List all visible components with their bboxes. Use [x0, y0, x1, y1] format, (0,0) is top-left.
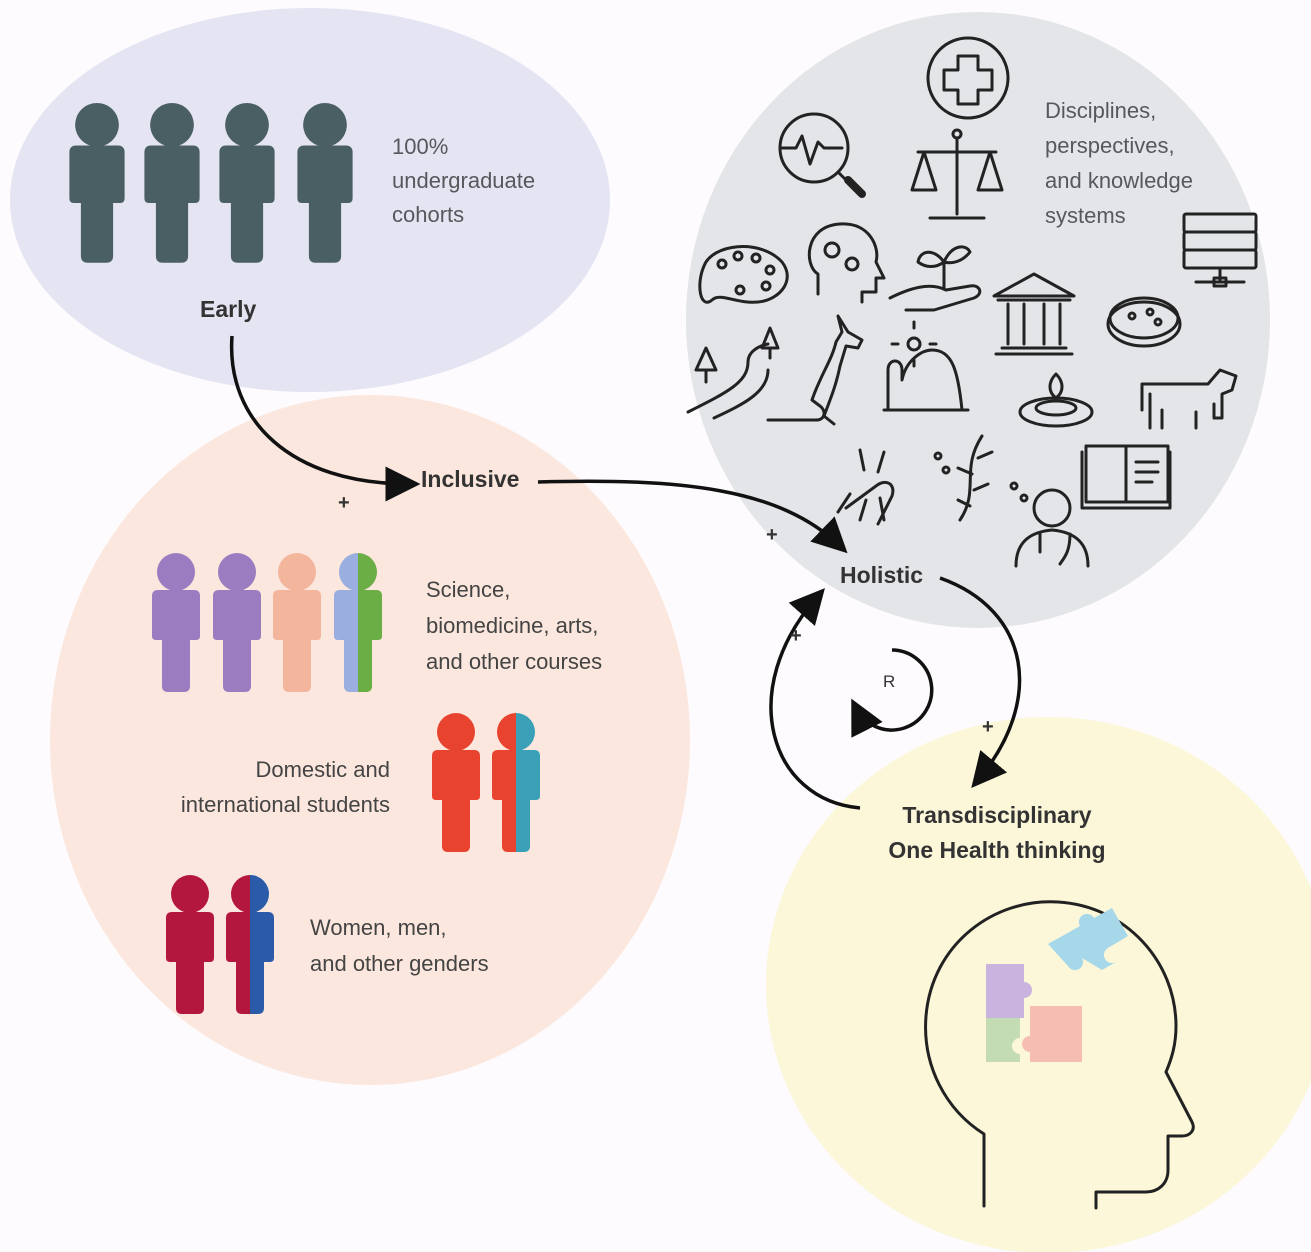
- disc-line-4: systems: [1045, 203, 1126, 228]
- disc-line-2: perspectives,: [1045, 133, 1175, 158]
- plus-sign-holistic-trans: +: [982, 716, 994, 738]
- reinforcing-loop: [851, 648, 934, 738]
- river-trees-icon: [686, 326, 780, 420]
- justice-scales-icon: [910, 128, 1004, 220]
- trans-line-1: Transdisciplinary: [902, 802, 1092, 828]
- plus-sign-early-inclusive: +: [338, 492, 350, 514]
- plus-sign-inclusive-holistic: +: [766, 524, 778, 546]
- doctor-icon: [1014, 488, 1090, 568]
- arrow-trans-holistic: [769, 588, 861, 810]
- node-early: Early: [200, 296, 257, 322]
- courses-line-2: biomedicine, arts,: [426, 613, 599, 638]
- hospital-cross-icon: [926, 36, 1010, 120]
- server-rack-icon: [1182, 212, 1258, 288]
- arrow-holistic-trans: [939, 576, 1022, 789]
- domestic-line-2: international students: [180, 792, 390, 817]
- disciplines-text: Disciplines, perspectives, and knowledge…: [1045, 93, 1193, 233]
- kangaroo-icon: [766, 314, 864, 426]
- disc-line-3: and knowledge: [1045, 168, 1194, 193]
- brain-gears-icon: [807, 222, 886, 304]
- courses-line-1: Science,: [426, 577, 511, 602]
- disc-line-1: Disciplines,: [1045, 98, 1157, 123]
- puzzle-head-icon: [924, 900, 1195, 1210]
- trans-line-2: One Health thinking: [888, 837, 1106, 863]
- water-drop-icon: [1018, 372, 1094, 428]
- courses-text: Science, biomedicine, arts, and other co…: [426, 572, 602, 680]
- museum-icon: [992, 272, 1076, 356]
- cohort-line-1: 100%: [392, 134, 449, 159]
- node-inclusive: Inclusive: [421, 466, 520, 492]
- cohort-text: 100% undergraduate cohorts: [392, 130, 535, 232]
- cohort-line-3: cohorts: [392, 202, 465, 227]
- plant-hand-icon: [888, 245, 982, 312]
- puzzle-pieces: [986, 908, 1128, 1062]
- genders-line-1: Women, men,: [310, 915, 447, 940]
- puzzle-green-piece: [986, 1018, 1020, 1062]
- genders-text: Women, men, and other genders: [310, 910, 489, 982]
- arrow-inclusive-holistic: [537, 479, 848, 554]
- cohort-line-2: undergraduate: [392, 168, 536, 193]
- puzzle-pink-piece: [1022, 1006, 1082, 1062]
- domestic-text: Domestic and international students: [144, 752, 390, 822]
- mosquito-icon: [836, 448, 895, 526]
- rock-formation-icon: [882, 320, 970, 412]
- art-palette-icon: [698, 245, 789, 304]
- holistic-blob: [686, 12, 1270, 628]
- seaweed-icon: [933, 434, 1029, 522]
- open-book-icon: [1080, 444, 1172, 510]
- heartbeat-magnifier-icon: [778, 112, 866, 198]
- cow-icon: [1140, 368, 1238, 430]
- node-transdisciplinary: Transdisciplinary One Health thinking: [860, 798, 1134, 868]
- arrow-early-inclusive: [229, 335, 421, 502]
- puzzle-purple-piece: [986, 964, 1032, 1018]
- puzzle-blue-piece: [1048, 908, 1128, 971]
- genders-line-2: and other genders: [310, 951, 489, 976]
- petri-dish-icon: [1106, 296, 1182, 348]
- transdisciplinary-blob: [766, 717, 1311, 1252]
- plus-sign-trans-holistic: +: [790, 625, 802, 647]
- reinforcing-loop-label: R: [883, 672, 896, 691]
- domestic-line-1: Domestic and: [255, 757, 390, 782]
- node-holistic: Holistic: [840, 562, 924, 588]
- causal-arrows: [229, 335, 1022, 810]
- courses-line-3: and other courses: [426, 649, 603, 674]
